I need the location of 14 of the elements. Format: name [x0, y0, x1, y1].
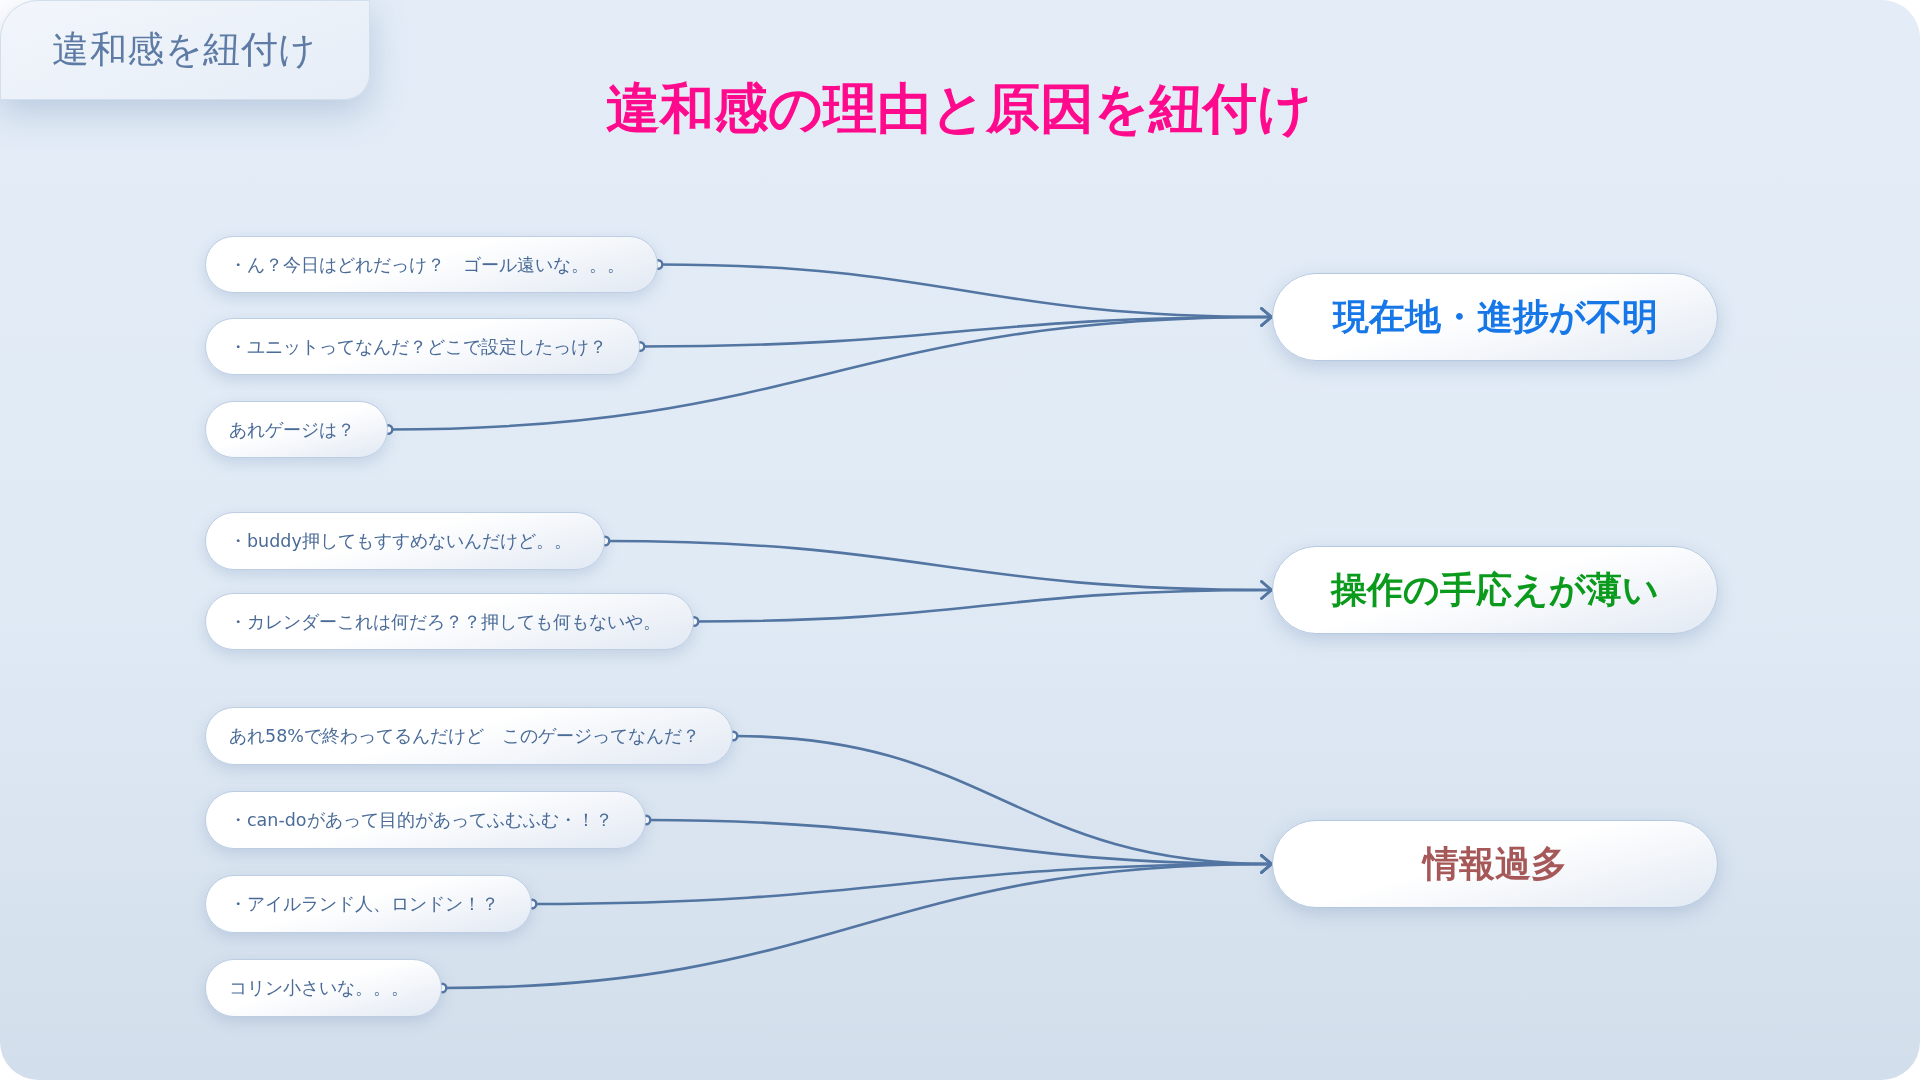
- comment-bubble: ・can-doがあって目的があってふむふむ・！？: [205, 791, 646, 849]
- title: 違和感の理由と原因を紐付け: [606, 76, 1312, 142]
- comment-bubble: あれゲージは？: [205, 401, 388, 458]
- comment-bubble: ・ん？今日はどれだっけ？ ゴール遠いな。。。: [205, 236, 658, 293]
- category-box: 現在地・進捗が不明: [1272, 273, 1718, 361]
- comment-bubble: ・アイルランド人、ロンドン！？: [205, 875, 532, 933]
- category-box: 操作の手応えが薄い: [1272, 546, 1718, 634]
- comment-bubble: あれ58%で終わってるんだけど このゲージってなんだ？: [205, 707, 733, 765]
- comment-bubble: ・ユニットってなんだ？どこで設定したっけ？: [205, 318, 640, 375]
- category-box: 情報過多: [1272, 820, 1718, 908]
- comment-bubble: コリン小さいな。。。: [205, 959, 442, 1017]
- comment-bubble: ・カレンダーこれは何だろ？？押しても何もないや。: [205, 593, 694, 650]
- header-tab: 違和感を紐付け: [0, 0, 370, 100]
- comment-bubble: ・buddy押してもすすめないんだけど。。: [205, 512, 605, 570]
